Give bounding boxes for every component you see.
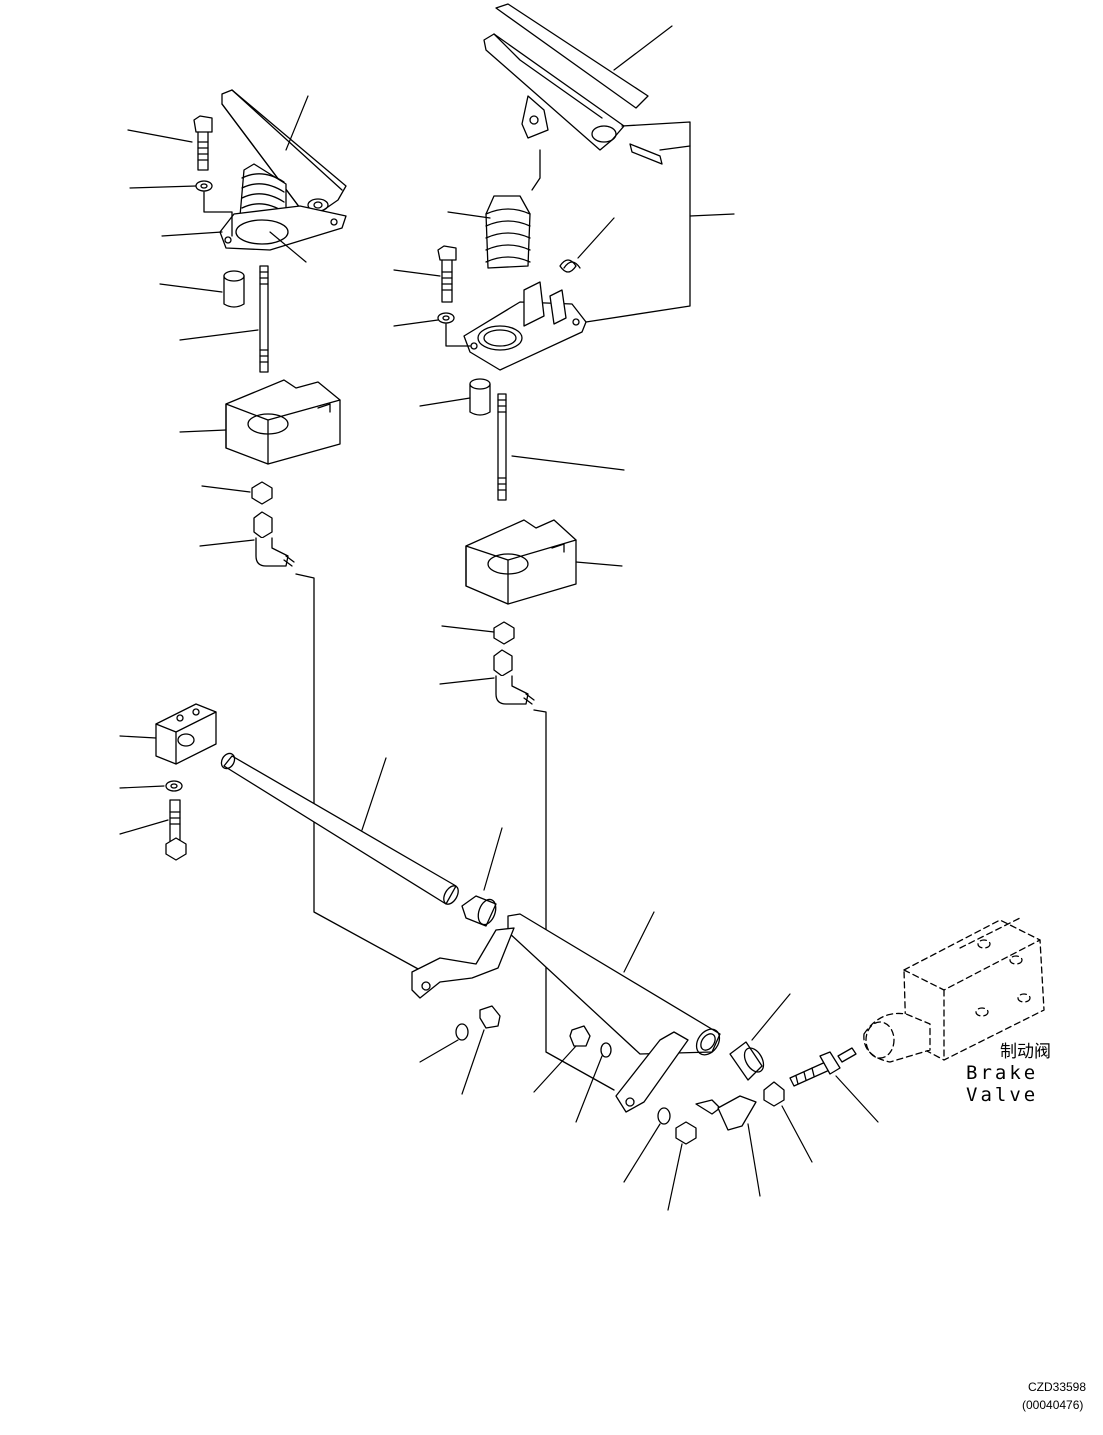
right-hose-line (534, 710, 614, 1090)
small-washer-3 (658, 1108, 670, 1124)
right-bracket-ref-line (586, 122, 690, 322)
right-pedal-boot (486, 196, 530, 268)
clevis-rod (790, 1048, 856, 1086)
right-washer (438, 313, 470, 346)
reference-number: (00040476) (1022, 1398, 1084, 1412)
left-pedal-base-plate (220, 206, 346, 250)
block-bolt (166, 800, 186, 860)
left-spacer (224, 271, 244, 307)
lever-arm-right (616, 1032, 688, 1112)
shaft-assembly (156, 704, 856, 1144)
shaft (219, 751, 461, 907)
right-bolt (438, 246, 456, 302)
right-pedal-plate-back (496, 4, 648, 108)
left-nut (252, 482, 272, 504)
right-base-plate (464, 282, 586, 370)
right-spacer (470, 379, 490, 415)
leader-lines (120, 26, 878, 1210)
block-washer (166, 781, 182, 791)
clevis-elbow (696, 1096, 756, 1130)
small-nut-2 (570, 1026, 590, 1046)
lever-tube (508, 914, 724, 1059)
right-pin-line (532, 150, 540, 190)
left-hose-line (296, 574, 420, 970)
right-elbow-fitting (494, 650, 534, 704)
lever-arm-left (412, 928, 514, 998)
brake-valve-label-cn: 制动阀 (1000, 1042, 1051, 1062)
mount-block (156, 704, 216, 764)
small-washer-1 (456, 1024, 468, 1040)
left-elbow-fitting (254, 512, 294, 566)
left-stud (260, 266, 268, 372)
bushing-right (730, 1042, 767, 1080)
left-washer (196, 181, 232, 236)
right-stud (498, 394, 506, 500)
drawing-number: CZD33598 (1028, 1380, 1087, 1394)
left-bracket-box (226, 380, 340, 464)
right-pedal-assembly (438, 4, 690, 1090)
left-pedal-assembly (194, 90, 420, 970)
right-pedal-pin (630, 144, 662, 164)
right-bracket-box (466, 520, 576, 604)
bushing-left (462, 896, 499, 927)
small-washer-2 (601, 1043, 611, 1057)
right-nut (494, 622, 514, 644)
left-bolt (194, 116, 212, 170)
right-pedal-plate (484, 34, 624, 150)
small-nut-3 (676, 1122, 696, 1144)
brake-valve-label-en: Brake Valve (966, 1062, 1039, 1106)
clevis-nut (764, 1082, 784, 1106)
right-spring (560, 260, 580, 272)
small-nut-1 (480, 1006, 500, 1028)
brake-valve (864, 918, 1044, 1062)
pin-ref-line (660, 146, 690, 150)
